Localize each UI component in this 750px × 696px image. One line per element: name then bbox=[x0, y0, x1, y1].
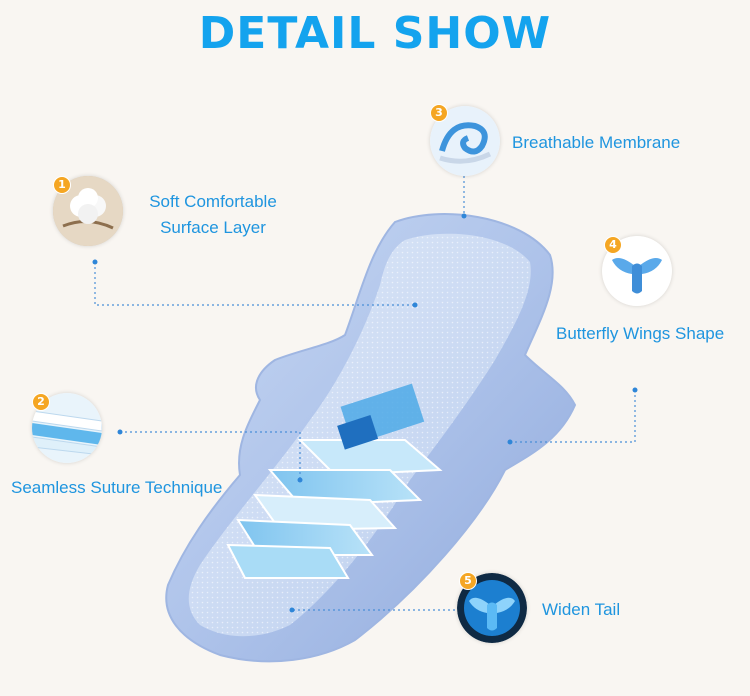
feature-5-number: 5 bbox=[459, 572, 477, 590]
feature-3-number: 3 bbox=[430, 104, 448, 122]
feature-1-label-line2: Surface Layer bbox=[160, 218, 266, 237]
wave-icon bbox=[430, 106, 500, 176]
layers-icon bbox=[32, 393, 102, 463]
feature-2-number: 2 bbox=[32, 393, 50, 411]
feature-3-label: Breathable Membrane bbox=[512, 133, 681, 152]
connector-lines bbox=[94, 176, 636, 611]
feature-1-label-line1: Soft Comfortable bbox=[149, 192, 277, 211]
feature-2-label: Seamless Suture Technique bbox=[11, 478, 223, 497]
wings-icon bbox=[602, 236, 672, 306]
feature-1-number: 1 bbox=[53, 176, 71, 194]
cotton-icon bbox=[53, 176, 123, 246]
feature-5-label: Widen Tail bbox=[542, 600, 621, 619]
feature-4-number: 4 bbox=[604, 236, 622, 254]
feature-1-label: Soft Comfortable Surface Layer bbox=[138, 189, 288, 241]
pad-layers bbox=[226, 383, 443, 579]
feature-4-label: Butterfly Wings Shape bbox=[556, 324, 725, 343]
page-title: DETAIL SHOW bbox=[198, 8, 552, 59]
tail-icon bbox=[457, 573, 527, 643]
